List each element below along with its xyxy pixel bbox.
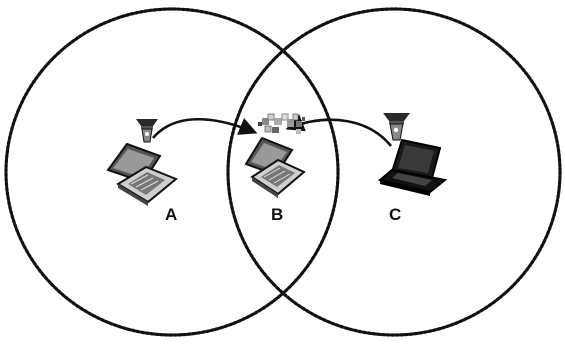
node-b [244,113,306,198]
range-circle-right [226,7,562,337]
laptop-icon [106,142,178,206]
collision-burst-icon [258,113,305,134]
node-c [377,113,448,196]
antenna-icon [383,113,410,141]
range-circle-left [4,7,340,337]
link-a-to-b [152,118,258,139]
link-c-to-b [285,114,393,147]
laptop-icon [377,138,448,196]
laptop-icon [244,136,306,198]
antenna-icon [136,119,158,143]
node-a [106,119,178,206]
node-label-b: B [271,205,283,224]
node-label-a: A [165,205,177,224]
node-label-c: C [389,205,401,224]
